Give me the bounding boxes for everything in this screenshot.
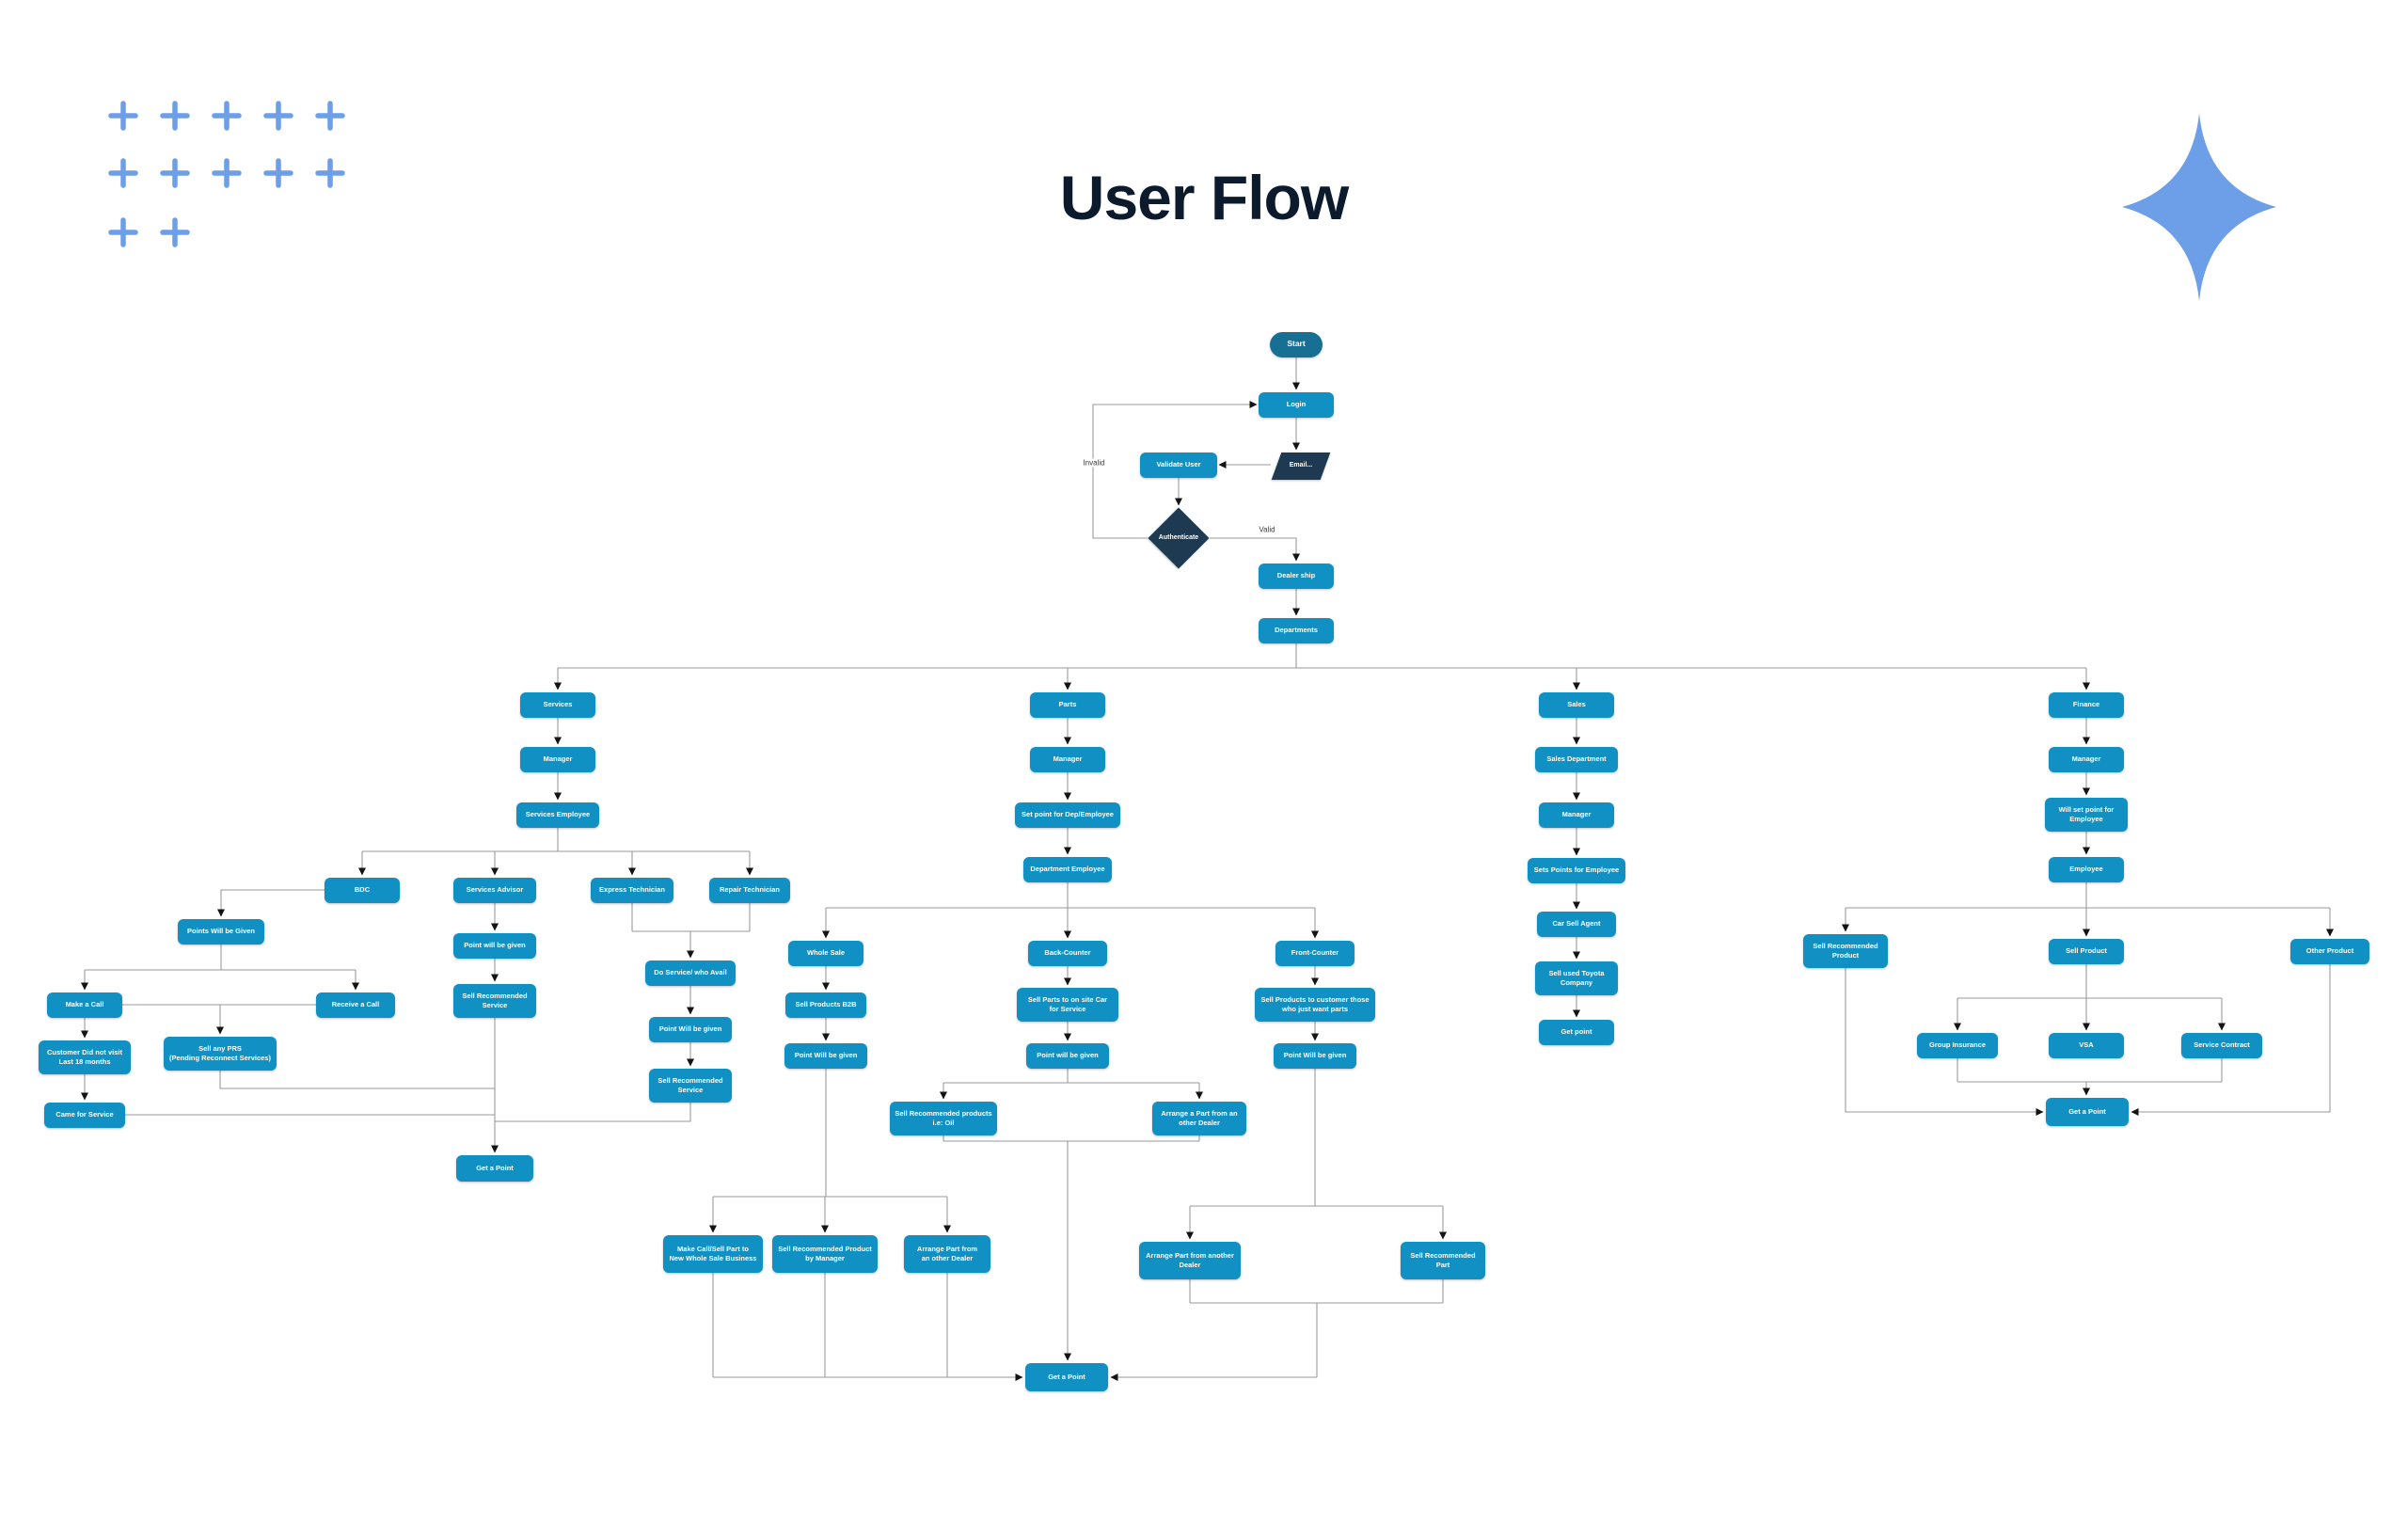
node-services-advisor[interactable]: Services Advisor — [453, 877, 536, 903]
edge-prs-join — [219, 1071, 495, 1089]
node-finance-manager[interactable]: Manager — [2049, 746, 2124, 772]
node-repair-technician[interactable]: Repair Technician — [709, 877, 790, 903]
node-fc-point-given[interactable]: Point Will be given — [1274, 1042, 1356, 1069]
node-services[interactable]: Services — [520, 691, 595, 718]
sparkle-icon — [2122, 113, 2276, 301]
node-get-point-sales[interactable]: Get point — [1539, 1019, 1614, 1045]
edge-label-invalid: Invalid — [1081, 458, 1107, 468]
node-arrange-part-another[interactable]: Arrange Part from another Dealer — [1139, 1242, 1241, 1279]
node-customer-did-not-visit[interactable]: Customer Did not visit Last 18 months — [39, 1040, 131, 1074]
edge-label-valid: Valid — [1257, 525, 1277, 534]
node-sales-department[interactable]: Sales Department — [1535, 746, 1618, 772]
node-departments[interactable]: Departments — [1259, 617, 1334, 643]
node-whole-sale[interactable]: Whole Sale — [788, 940, 863, 966]
node-dealer-ship[interactable]: Dealer ship — [1259, 563, 1334, 589]
node-make-a-call[interactable]: Make a Call — [47, 992, 122, 1018]
node-other-product[interactable]: Other Product — [2290, 938, 2369, 964]
node-parts[interactable]: Parts — [1030, 691, 1105, 718]
node-back-counter[interactable]: Back-Counter — [1028, 940, 1107, 966]
node-car-sell-agent[interactable]: Car Sell Agent — [1537, 911, 1616, 937]
edge-authenticate-invalid-loop — [1092, 401, 1258, 539]
node-will-set-point[interactable]: Will set point for Employee — [2045, 798, 2128, 832]
node-fin-sell-rec-product[interactable]: Sell Recommended Product — [1803, 934, 1888, 968]
node-get-point-finance[interactable]: Get a Point — [2046, 1098, 2129, 1126]
node-finance[interactable]: Finance — [2049, 691, 2124, 718]
edge-tech-sell-rec-join — [495, 1103, 691, 1122]
node-vsa[interactable]: VSA — [2049, 1032, 2124, 1058]
node-bdc[interactable]: BDC — [325, 877, 400, 903]
node-department-employee[interactable]: Department Employee — [1023, 856, 1112, 882]
node-sell-rec-product-manager[interactable]: Sell Recommended Product by Manager — [772, 1235, 878, 1273]
node-do-service-avail[interactable]: Do Service/ who Avail — [645, 960, 736, 986]
edge-bdc-to-points-given — [217, 889, 325, 917]
node-services-employee[interactable]: Services Employee — [516, 802, 599, 828]
plus-icon — [108, 101, 345, 247]
node-service-contract[interactable]: Service Contract — [2181, 1032, 2262, 1058]
node-sets-points-employee[interactable]: Sets Points for Employee — [1528, 857, 1625, 883]
node-came-for-service[interactable]: Came for Service — [44, 1102, 125, 1128]
node-sa-point-given[interactable]: Point will be given — [453, 932, 536, 959]
node-sales-manager[interactable]: Manager — [1539, 802, 1614, 828]
edge-sell-rec-product-to-get-point — [1845, 968, 2044, 1116]
edge-authenticate-valid — [1210, 537, 1300, 562]
node-make-call-sell-part[interactable]: Make Call/Sell Part to New Whole Sale Bu… — [663, 1235, 763, 1273]
node-get-point-parts[interactable]: Get a Point — [1025, 1363, 1108, 1391]
node-tech-point-given[interactable]: Point Will be given — [649, 1016, 732, 1042]
node-ws-point-given[interactable]: Point Will be given — [784, 1042, 867, 1069]
node-sell-used-toyota[interactable]: Sell used Toyota Company — [1535, 961, 1618, 995]
node-validate-user[interactable]: Validate User — [1140, 452, 1217, 478]
node-services-manager[interactable]: Manager — [520, 746, 595, 772]
edge-other-product-to-get-point — [2131, 964, 2331, 1116]
node-sell-product[interactable]: Sell Product — [2049, 938, 2124, 964]
node-parts-manager[interactable]: Manager — [1030, 746, 1105, 772]
node-sell-recommended-part[interactable]: Sell Recommended Part — [1401, 1242, 1485, 1279]
node-set-point-dep[interactable]: Set point for Dep/Employee — [1015, 802, 1120, 828]
node-points-will-be-given[interactable]: Points Will be Given — [178, 918, 264, 945]
node-arrange-part-other-dealer-bc[interactable]: Arrange a Part from an other Dealer — [1152, 1102, 1246, 1135]
node-express-technician[interactable]: Express Technician — [591, 877, 673, 903]
page-title: User Flow — [1059, 163, 1349, 232]
node-sell-parts-onsite[interactable]: Sell Parts to on site Car for Service — [1017, 988, 1118, 1022]
email-label: Email... — [1289, 462, 1313, 469]
node-sa-sell-recommended[interactable]: Sell Recommended Service — [453, 984, 536, 1018]
node-receive-a-call[interactable]: Receive a Call — [316, 992, 395, 1018]
node-email[interactable]: Email... — [1271, 452, 1331, 480]
node-front-counter[interactable]: Front-Counter — [1275, 940, 1354, 966]
node-sell-products-b2b[interactable]: Sell Products B2B — [785, 992, 866, 1018]
node-finance-employee[interactable]: Employee — [2049, 856, 2124, 882]
node-arrange-part-an-other[interactable]: Arrange Part from an other Dealer — [904, 1235, 990, 1273]
node-authenticate[interactable]: Authenticate — [1148, 507, 1210, 569]
plus-grid-decoration — [108, 101, 345, 247]
node-sales[interactable]: Sales — [1539, 691, 1614, 718]
authenticate-label: Authenticate — [1158, 534, 1199, 542]
node-group-insurance[interactable]: Group Insurance — [1917, 1032, 1998, 1058]
node-sell-products-customer[interactable]: Sell Products to customer those who just… — [1255, 988, 1375, 1022]
node-bc-point-given[interactable]: Point will be given — [1026, 1042, 1109, 1069]
node-sell-any-prs[interactable]: Sell any PRS (Pending Reconnect Services… — [164, 1037, 277, 1071]
node-start[interactable]: Start — [1270, 331, 1323, 357]
node-tech-sell-recommended[interactable]: Sell Recommended Service — [649, 1069, 732, 1103]
node-login[interactable]: Login — [1259, 391, 1334, 418]
node-get-point-services[interactable]: Get a Point — [456, 1155, 533, 1182]
node-sell-rec-products-oil[interactable]: Sell Recommended products i.e: Oil — [890, 1102, 997, 1135]
